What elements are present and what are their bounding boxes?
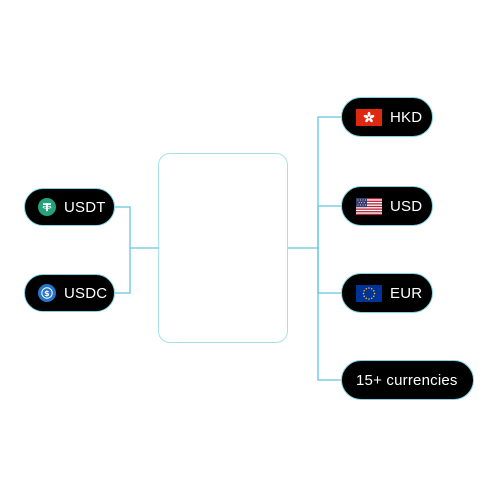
usdc-icon: $ [38,284,56,302]
hong-kong-flag-icon [356,108,382,126]
pill-usdc-label: USDC [64,284,108,302]
converter-card [158,153,288,343]
pill-usd-label: USD [390,197,423,215]
pill-hkd: HKD [341,97,433,137]
eu-flag-icon [356,284,382,302]
tether-icon [38,198,56,216]
connector-usdt [114,206,158,249]
pill-eur: EUR [341,273,433,313]
connector-eur [317,248,341,294]
pill-usdt-label: USDT [64,198,106,216]
pill-more-currencies: 15+ currencies [341,360,474,400]
pill-eur-label: EUR [390,284,423,302]
pill-more-currencies-label: 15+ currencies [356,371,458,389]
us-flag-icon [356,197,382,215]
connector-hkd [317,116,341,248]
svg-text:$: $ [44,289,50,298]
connector-usdc [114,248,131,294]
pill-hkd-label: HKD [390,108,423,126]
connector-more [317,248,341,381]
pill-usdt: USDT [24,188,115,226]
connector-usd [317,205,341,248]
pill-usd: USD [341,186,433,226]
pill-usdc: $ USDC [24,274,115,312]
